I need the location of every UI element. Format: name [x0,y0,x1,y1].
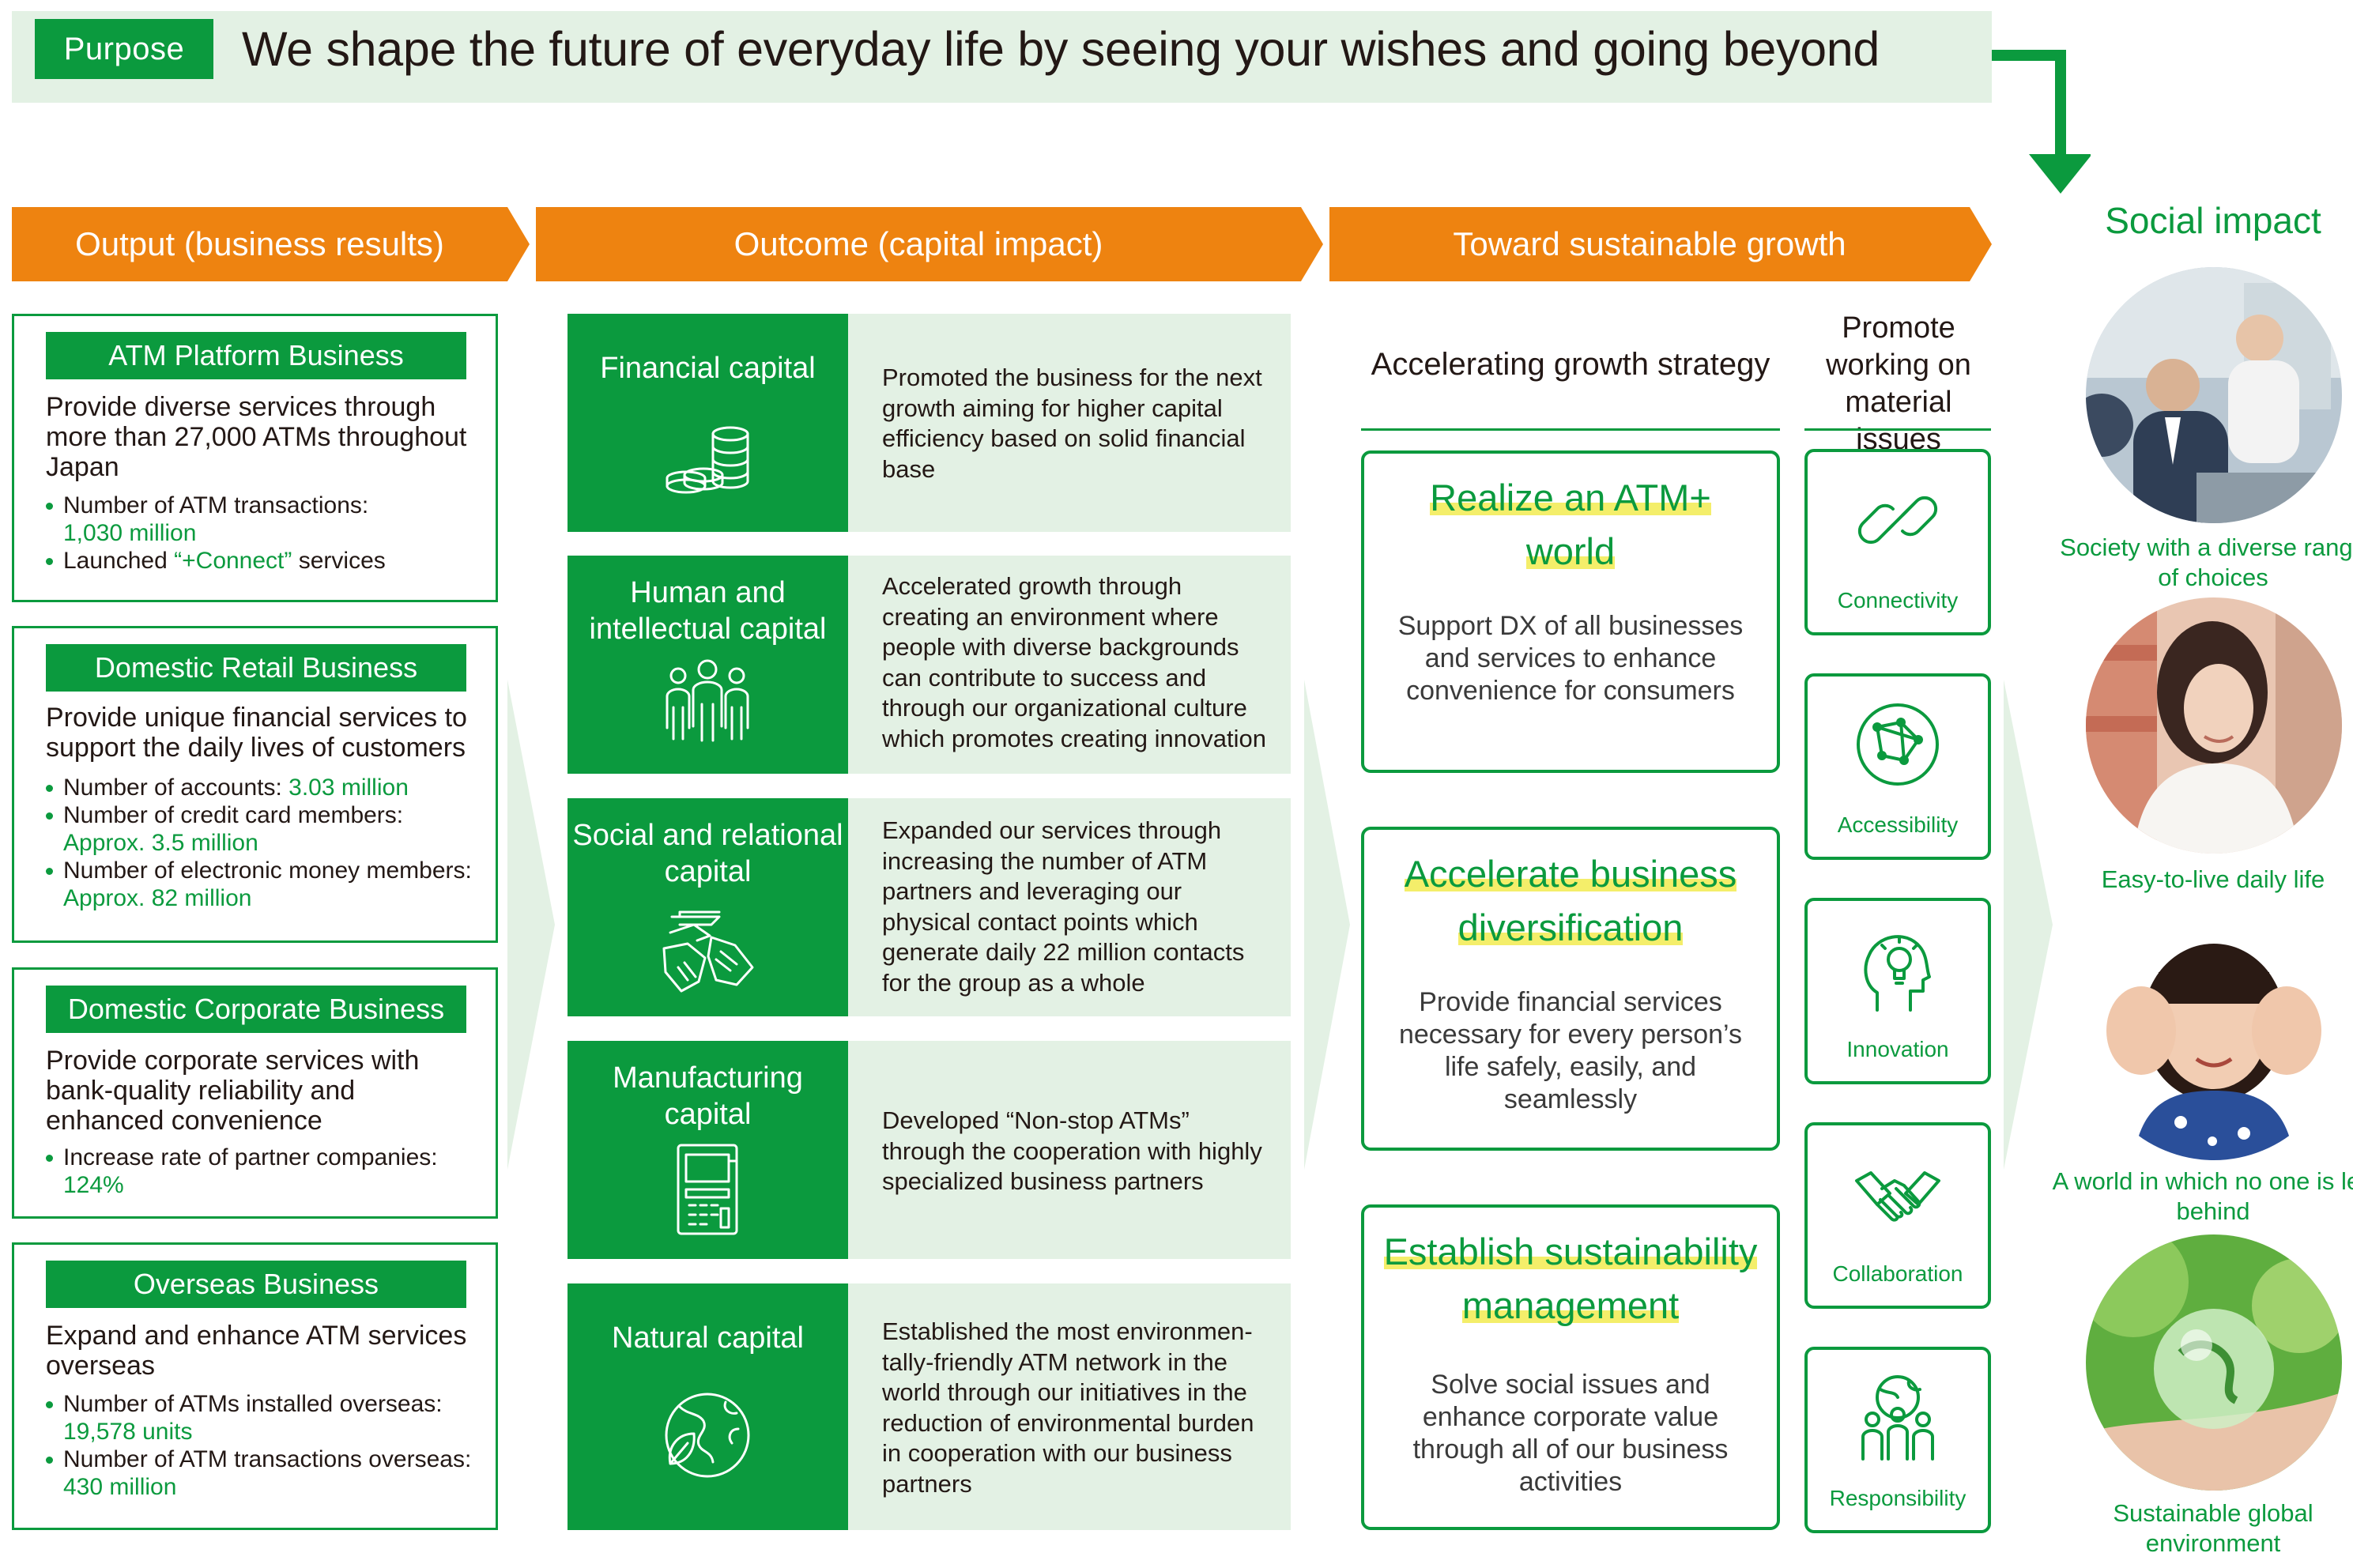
list-item: Launched “+Connect” services [46,547,485,575]
output-card-atm-platform: ATM Platform Business Provide diverse se… [12,314,498,602]
capital-name: Human and intellectual capital [589,576,827,646]
purpose-banner [12,11,1992,103]
material-label: Collaboration [1832,1261,1963,1286]
capital-desc: Accelerated growth through creating an e… [882,572,1266,752]
flow-chevron [507,680,555,1170]
material-label: Accessibility [1837,812,1959,837]
people-icon [666,659,749,742]
list-item: Number of credit card members: Approx. 3… [46,801,485,857]
material-label: Responsibility [1829,1486,1966,1510]
output-card-domestic-retail: Domestic Retail Business Provide unique … [12,626,498,943]
coins-icon [666,426,749,494]
social-impact-caption: Society with a diverse range of choices [2060,533,2353,591]
strategy-desc: Solve social issues and enhance corporat… [1412,1370,1729,1497]
material-accessibility: Accessibility [1804,673,1991,860]
material-label: Innovation [1846,1037,1949,1061]
output-bullets: Number of ATMs installed overseas: 19,57… [46,1390,485,1501]
capital-name: Natural capital [612,1321,804,1355]
output-desc: Provide diverse services through more th… [46,392,467,482]
capital-desc: Promoted the business for the next growt… [882,364,1262,483]
strategy-title: Realize an ATM+world [1430,477,1711,572]
link-icon [1857,496,1938,545]
output-desc: Expand and enhance ATM services overseas [46,1321,467,1381]
output-bullets: Number of accounts: 3.03 million Number … [46,774,485,912]
strategy-divider [1361,428,1780,431]
list-item: Number of accounts: 3.03 million [46,774,485,801]
capital-row-financial: Financial capital Promoted the business … [568,314,1291,532]
header-outcome: Outcome (capital impact) [536,207,1323,281]
handshake-icon [1855,1171,1940,1222]
output-bullets: Increase rate of partner companies: 124% [46,1144,485,1199]
output-title: Overseas Business [46,1261,466,1308]
capital-desc: Expanded our services through increasing… [882,816,1245,997]
strategy-desc: Provide financial services necessary for… [1398,987,1742,1114]
capital-name: Social and relational capital [572,819,843,888]
social-impact-caption: Easy-to-live daily life [2101,865,2325,893]
capital-name: Manufacturing capital [613,1061,803,1131]
output-card-domestic-corporate: Domestic Corporate Business Provide corp… [12,967,498,1219]
purpose-arrow-icon [1992,50,2091,194]
capital-row-human: Human and intellectual capital Accelerat… [568,556,1291,774]
strategy-box-atm-plus: Realize an ATM+world Support DX of all b… [1361,450,1780,773]
material-responsibility: Responsibility [1804,1347,1991,1533]
woman-shopping-photo [2086,597,2342,854]
flow-chevron [2004,680,2053,1170]
list-item: Number of ATMs installed overseas: 19,57… [46,1390,485,1446]
capital-desc: Established the most environmen-tally-fr… [882,1317,1254,1498]
strategy-heading: Accelerating growth strategy [1371,347,1770,382]
group-globe-icon [1861,1375,1934,1461]
purpose-tag: Purpose [35,19,213,79]
social-impact-caption: Sustainable global environment [2113,1499,2313,1557]
material-collaboration: Collaboration [1804,1122,1991,1309]
list-item: Number of electronic money members: Appr… [46,857,485,912]
output-desc: Provide corporate services with bank-qua… [46,1046,420,1136]
list-item: Increase rate of partner companies: 124% [46,1144,485,1199]
strategy-desc: Support DX of all businesses and service… [1397,611,1744,706]
output-bullets: Number of ATM transactions: 1,030 millio… [46,492,485,575]
header-toward: Toward sustainable growth [1329,207,1992,281]
atm-icon [677,1144,738,1235]
smiling-child-photo [2086,904,2342,1160]
network-globe-icon [1857,703,1939,786]
material-connectivity: Connectivity [1804,449,1991,635]
output-card-overseas: Overseas Business Expand and enhance ATM… [12,1242,498,1530]
material-label: Connectivity [1837,588,1959,612]
capital-name: Financial capital [600,352,816,385]
flow-chevron [1304,680,1350,1170]
material-heading: Promote working on material issues [1826,311,1971,456]
capital-row-natural: Natural capital Established the most env… [568,1283,1291,1530]
glass-globe-photo [2086,1234,2342,1491]
social-impact-title: Social impact [2105,200,2321,241]
header-output: Output (business results) [12,207,530,281]
capital-row-manufacturing: Manufacturing capital Developed “Non-sto… [568,1041,1291,1259]
business-meeting-photo [2086,267,2342,523]
capital-desc: Developed “Non-stop ATMs” through the co… [882,1106,1262,1195]
hands-icon [662,910,754,993]
output-title: Domestic Corporate Business [46,986,466,1033]
material-innovation: Innovation [1804,898,1991,1084]
output-desc: Provide unique financial services to sup… [46,703,467,763]
list-item: Number of ATM transactions: 1,030 millio… [46,492,485,547]
globe-leaf-icon [665,1393,750,1478]
output-title: ATM Platform Business [46,332,466,379]
list-item: Number of ATM transactions overseas: 430… [46,1446,485,1501]
material-divider [1804,428,1991,431]
purpose-statement: We shape the future of everyday life by … [242,22,1880,76]
head-bulb-icon [1864,935,1931,1012]
social-impact-caption: A world in which no one is left behind [2052,1167,2353,1225]
output-title: Domestic Retail Business [46,644,466,692]
capital-row-social: Social and relational capital Expanded o… [568,798,1291,1016]
